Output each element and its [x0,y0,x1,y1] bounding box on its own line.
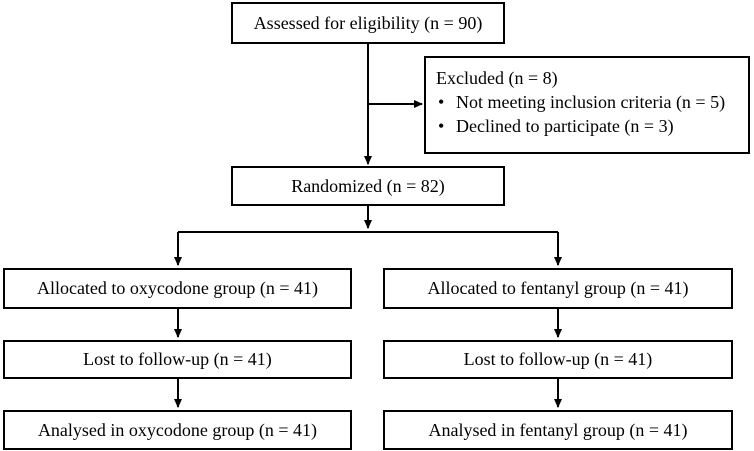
left-analysed-box: Analysed in oxycodone group (n = 41) [3,410,352,450]
left-analysed-label: Analysed in oxycodone group (n = 41) [37,419,318,440]
right-allocated-box: Allocated to fentanyl group (n = 41) [383,268,733,309]
left-lost-box: Lost to follow-up (n = 41) [3,340,352,379]
right-analysed-box: Analysed in fentanyl group (n = 41) [383,410,733,450]
eligibility-label: Assessed for eligibility (n = 90) [253,12,483,33]
right-lost-box: Lost to follow-up (n = 41) [383,340,733,379]
excluded-reason-item: Not meeting inclusion criteria (n = 5) [436,90,725,114]
right-allocated-label: Allocated to fentanyl group (n = 41) [427,278,689,298]
excluded-reason-item: Declined to participate (n = 3) [436,114,725,138]
excluded-box: Excluded (n = 8) Not meeting inclusion c… [424,56,750,154]
left-lost-label: Lost to follow-up (n = 41) [83,349,272,369]
excluded-reasons-list: Not meeting inclusion criteria (n = 5) D… [436,90,725,138]
left-allocated-box: Allocated to oxycodone group (n = 41) [3,268,352,309]
left-allocated-label: Allocated to oxycodone group (n = 41) [36,278,319,298]
randomized-box: Randomized (n = 82) [231,166,505,206]
randomized-label: Randomized (n = 82) [291,175,445,196]
eligibility-box: Assessed for eligibility (n = 90) [231,2,505,44]
right-lost-label: Lost to follow-up (n = 41) [463,349,653,369]
right-analysed-label: Analysed in fentanyl group (n = 41) [428,419,688,440]
excluded-title: Excluded (n = 8) [436,68,558,88]
